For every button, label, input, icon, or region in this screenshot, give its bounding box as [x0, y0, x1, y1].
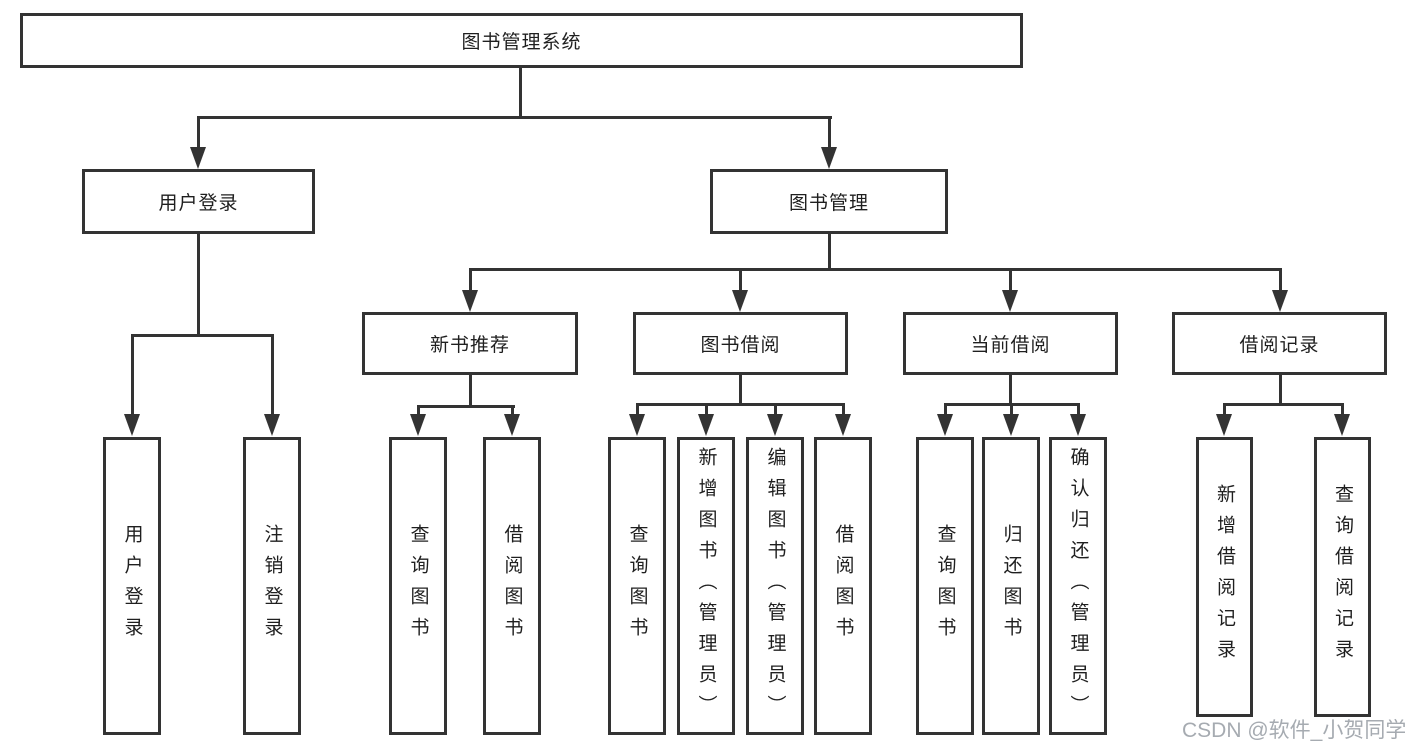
node-book-management: 图书管理	[710, 169, 948, 234]
connector-line	[1279, 375, 1282, 406]
node-book-borrow: 图书借阅	[633, 312, 848, 375]
leaf-query-books-current-label: 查询图书	[934, 524, 956, 648]
node-borrow-records: 借阅记录	[1172, 312, 1387, 375]
arrowhead-down-icon	[264, 414, 280, 436]
connector-line	[1279, 268, 1282, 292]
connector-line	[197, 116, 832, 119]
arrowhead-down-icon	[124, 414, 140, 436]
connector-line	[197, 116, 200, 150]
leaf-return-books-label: 归还图书	[1000, 524, 1022, 648]
node-user-login: 用户登录	[82, 169, 315, 234]
connector-line	[842, 403, 845, 417]
arrowhead-down-icon	[1216, 414, 1232, 436]
connector-line	[1009, 268, 1012, 292]
node-root: 图书管理系统	[20, 13, 1023, 68]
leaf-return-books: 归还图书	[982, 437, 1040, 735]
leaf-query-books-recommend: 查询图书	[389, 437, 447, 735]
arrowhead-down-icon	[462, 290, 478, 312]
connector-line	[828, 234, 831, 271]
connector-line	[739, 375, 742, 406]
arrowhead-down-icon	[190, 147, 206, 169]
connector-line	[1010, 403, 1013, 417]
leaf-add-borrow-record: 新增借阅记录	[1196, 437, 1253, 717]
node-user-login-label: 用户登录	[158, 193, 239, 214]
node-current-borrow-label: 当前借阅	[970, 335, 1051, 356]
arrowhead-down-icon	[1002, 290, 1018, 312]
connector-line	[417, 405, 515, 408]
connector-line	[131, 334, 134, 415]
leaf-query-books-borrow-label: 查询图书	[626, 524, 648, 648]
leaf-confirm-return-admin: 确认归还（管理员）	[1049, 437, 1107, 735]
node-root-label: 图书管理系统	[461, 32, 582, 53]
arrowhead-down-icon	[835, 414, 851, 436]
node-new-book-recommend: 新书推荐	[362, 312, 578, 375]
connector-line	[469, 268, 472, 292]
leaf-confirm-return-admin-label: 确认归还（管理员）	[1067, 446, 1089, 726]
leaf-edit-book-admin: 编辑图书（管理员）	[746, 437, 804, 735]
node-book-management-label: 图书管理	[788, 193, 869, 214]
connector-line	[636, 403, 639, 417]
connector-line	[1077, 403, 1080, 417]
connector-line	[705, 403, 708, 417]
leaf-logout: 注销登录	[243, 437, 301, 735]
arrowhead-down-icon	[1003, 414, 1019, 436]
leaf-add-book-admin-label: 新增图书（管理员）	[695, 446, 717, 726]
leaf-edit-book-admin-label: 编辑图书（管理员）	[764, 446, 786, 726]
leaf-borrow-books-recommend: 借阅图书	[483, 437, 541, 735]
arrowhead-down-icon	[1334, 414, 1350, 436]
connector-line	[828, 116, 831, 150]
connector-line	[469, 375, 472, 408]
leaf-query-books-recommend-label: 查询图书	[407, 524, 429, 648]
leaf-query-borrow-record-label: 查询借阅记录	[1332, 484, 1353, 670]
leaf-borrow-books-recommend-label: 借阅图书	[501, 524, 523, 648]
node-new-book-recommend-label: 新书推荐	[429, 335, 510, 356]
arrowhead-down-icon	[504, 414, 520, 436]
connector-line	[197, 234, 200, 337]
arrowhead-down-icon	[821, 147, 837, 169]
connector-line	[131, 334, 274, 337]
connector-line	[636, 403, 845, 406]
leaf-query-books-current: 查询图书	[916, 437, 974, 735]
leaf-user-login-label: 用户登录	[121, 524, 143, 648]
connector-line	[1341, 403, 1344, 417]
connector-line	[519, 68, 522, 118]
leaf-add-book-admin: 新增图书（管理员）	[677, 437, 735, 735]
leaf-query-borrow-record: 查询借阅记录	[1314, 437, 1371, 717]
arrowhead-down-icon	[410, 414, 426, 436]
connector-line	[1009, 375, 1012, 406]
node-borrow-records-label: 借阅记录	[1239, 335, 1320, 356]
leaf-add-borrow-record-label: 新增借阅记录	[1214, 484, 1235, 670]
arrowhead-down-icon	[767, 414, 783, 436]
arrowhead-down-icon	[732, 290, 748, 312]
arrowhead-down-icon	[629, 414, 645, 436]
leaf-borrow-books-label: 借阅图书	[832, 524, 854, 648]
connector-line	[417, 405, 420, 417]
connector-line	[511, 405, 514, 417]
arrowhead-down-icon	[1070, 414, 1086, 436]
connector-line	[469, 268, 1282, 271]
node-book-borrow-label: 图书借阅	[700, 335, 781, 356]
connector-line	[739, 268, 742, 292]
connector-line	[774, 403, 777, 417]
arrowhead-down-icon	[937, 414, 953, 436]
connector-line	[944, 403, 947, 417]
leaf-query-books-borrow: 查询图书	[608, 437, 666, 735]
node-current-borrow: 当前借阅	[903, 312, 1118, 375]
arrowhead-down-icon	[1272, 290, 1288, 312]
arrowhead-down-icon	[698, 414, 714, 436]
leaf-logout-label: 注销登录	[261, 524, 283, 648]
leaf-borrow-books: 借阅图书	[814, 437, 872, 735]
connector-line	[1223, 403, 1226, 417]
leaf-user-login: 用户登录	[103, 437, 161, 735]
connector-line	[271, 334, 274, 415]
connector-line	[1223, 403, 1344, 406]
csdn-watermark: CSDN @软件_小贺同学	[1182, 719, 1405, 742]
